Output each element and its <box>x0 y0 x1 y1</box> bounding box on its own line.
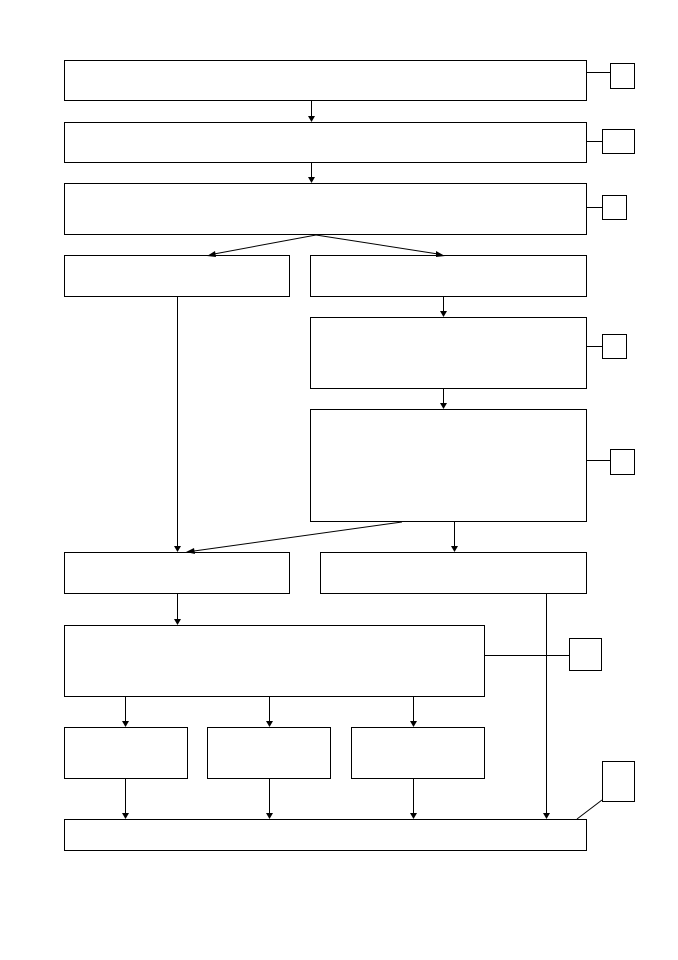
process-box-sub-2 <box>207 727 331 779</box>
process-box-right-step-3 <box>310 409 587 522</box>
connector-split-left <box>213 234 317 255</box>
arrowhead-wide-to-sub1 <box>122 721 129 727</box>
process-box-final <box>64 819 587 851</box>
arrowhead-1-2 <box>308 116 315 122</box>
process-box-merge-right <box>320 552 587 594</box>
label-box-2 <box>602 129 635 154</box>
label-box-3 <box>602 195 627 220</box>
arrowhead-sub2-to-final <box>266 813 273 819</box>
process-box-sub-3 <box>351 727 485 779</box>
process-box-2 <box>64 122 587 163</box>
arrowhead-wide-to-sub3 <box>410 721 417 727</box>
leader-line-7 <box>576 799 603 820</box>
arrowhead-right3-down <box>451 546 458 552</box>
arrowhead-split-right <box>436 251 445 257</box>
arrowhead-sub3-to-final <box>410 813 417 819</box>
arrowhead-right3-to-merge-left <box>186 548 195 554</box>
label-box-7 <box>602 761 635 802</box>
arrowhead-wide-to-sub2 <box>266 721 273 727</box>
arrowhead-merge-left-to-wide <box>174 619 181 625</box>
label-box-4 <box>602 334 627 359</box>
process-box-1 <box>64 60 587 101</box>
process-box-merge-left <box>64 552 290 594</box>
arrowhead-sub1-to-final <box>122 813 129 819</box>
process-box-sub-1 <box>64 727 188 779</box>
arrowhead-right-2-3 <box>440 403 447 409</box>
label-box-1 <box>610 63 635 89</box>
process-box-right-branch <box>310 255 587 297</box>
arrowhead-split-left <box>207 251 216 257</box>
process-box-left-branch <box>64 255 290 297</box>
arrowhead-left-down <box>174 546 181 552</box>
label-box-5 <box>610 449 635 475</box>
arrowhead-right-1-2 <box>440 311 447 317</box>
label-box-6 <box>569 638 602 671</box>
process-box-3 <box>64 183 587 235</box>
process-box-wide <box>64 625 485 697</box>
connector-right3-to-merge-left <box>193 521 403 552</box>
arrowhead-2-3 <box>308 177 315 183</box>
connector-split-right <box>315 234 439 255</box>
arrowhead-merge-right-to-final <box>543 813 550 819</box>
process-box-right-step-2 <box>310 317 587 389</box>
